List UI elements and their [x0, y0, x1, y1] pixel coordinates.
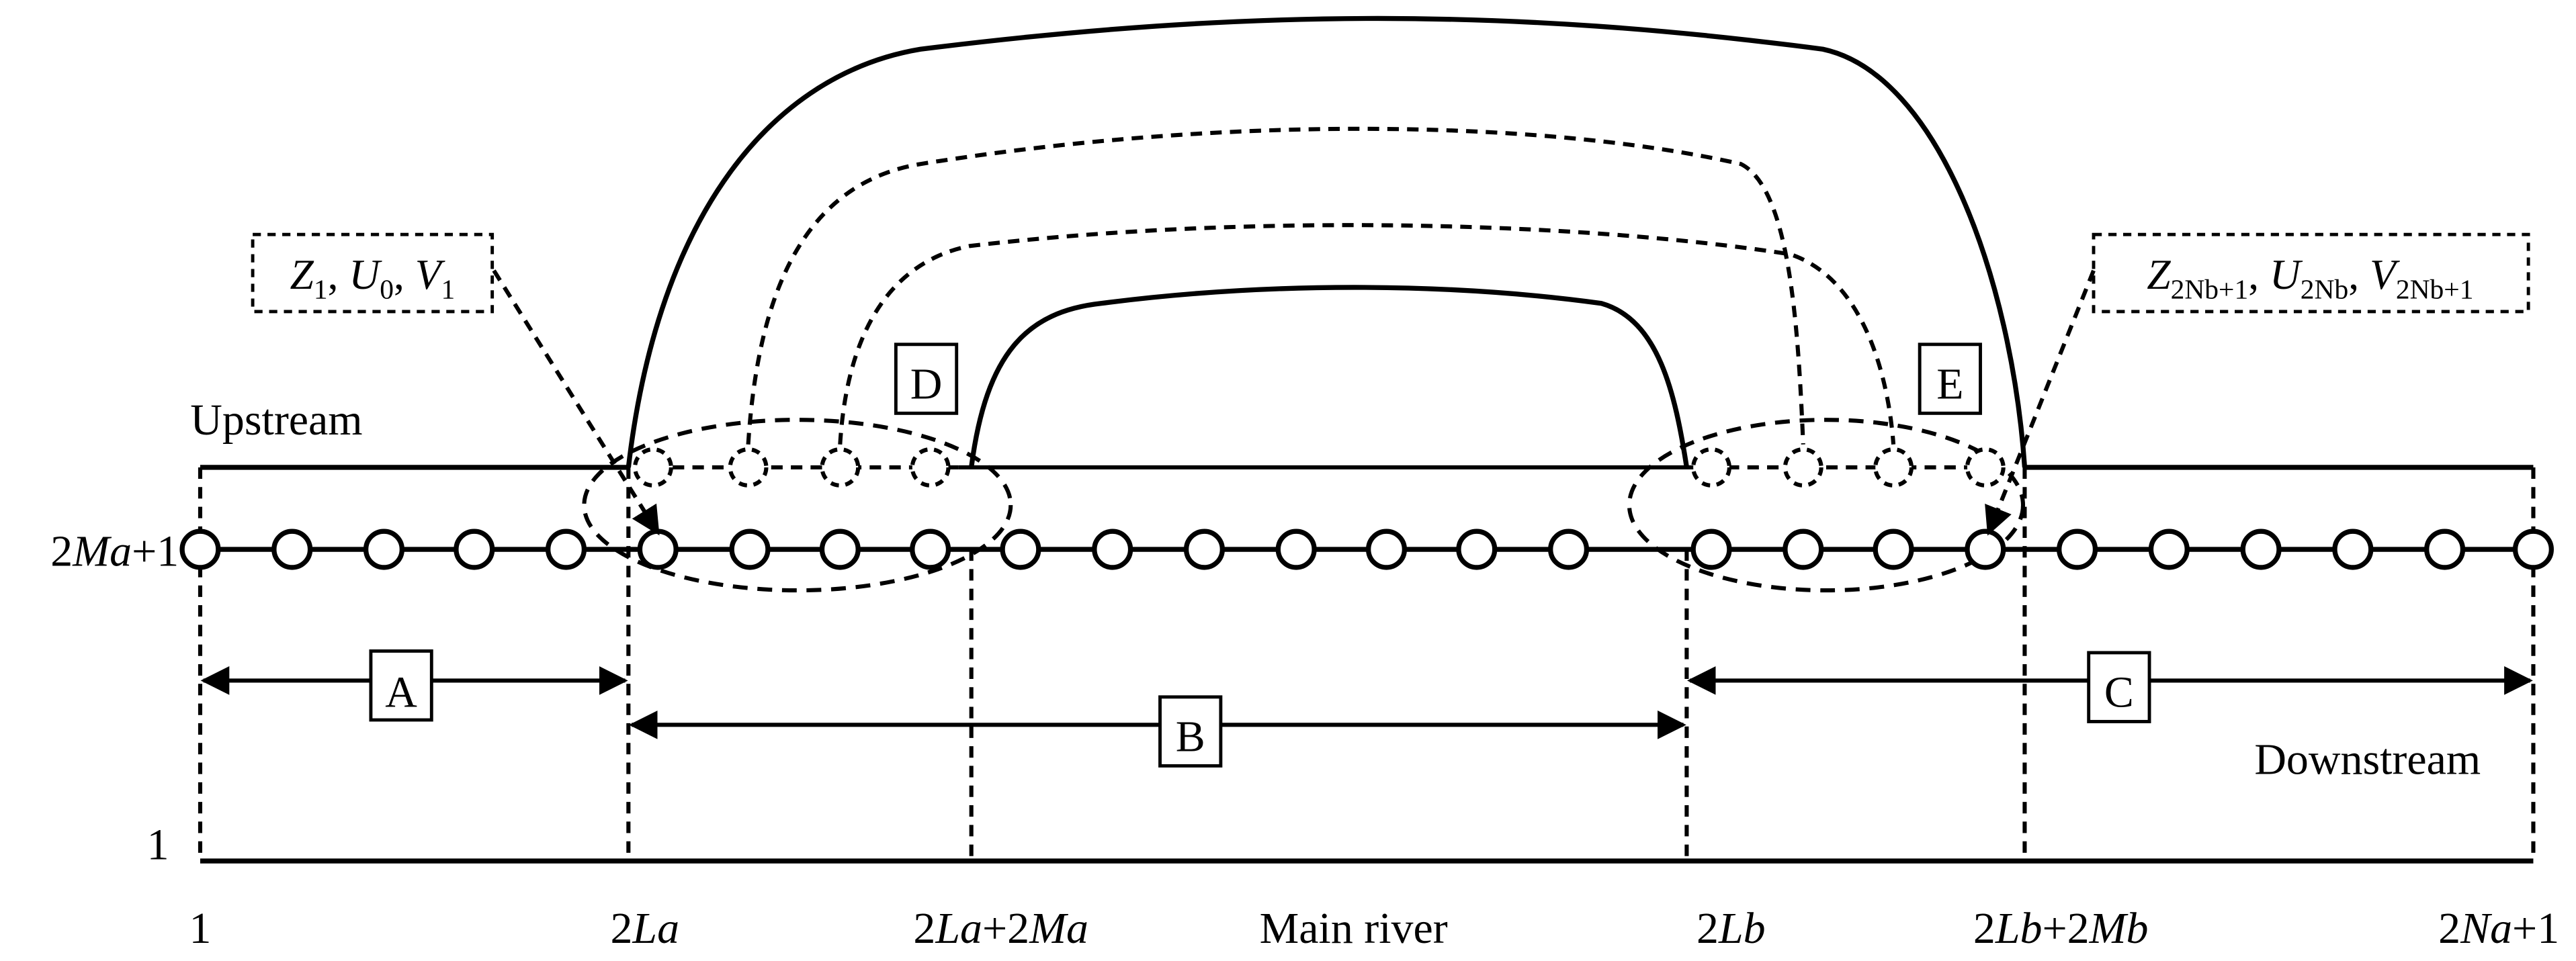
x-tick-2la: 2La — [610, 904, 679, 953]
dimension-arrows — [200, 666, 2533, 739]
grid-node — [729, 529, 771, 570]
grid-node — [546, 529, 587, 570]
svg-text:B: B — [1176, 712, 1205, 761]
branch-node — [1965, 447, 2006, 488]
branch-node — [728, 447, 769, 488]
main-river-nodes — [179, 529, 2554, 570]
grid-node — [454, 529, 495, 570]
grid-node — [271, 529, 313, 570]
branch-nodes — [633, 447, 2006, 488]
grid-node — [1456, 529, 1498, 570]
grid-node — [1873, 529, 1914, 570]
x-tick-2la-2ma: 2La+2Ma — [913, 904, 1088, 953]
branch-channel — [626, 15, 2028, 468]
grid-node — [1275, 529, 1317, 570]
branch-outer-line — [626, 15, 2028, 468]
callout-right: Z2Nb+1, U2Nb, V2Nb+1 — [1985, 232, 2530, 536]
domain-frame — [200, 465, 2534, 864]
x-tick-2na-1: 2Na+1 — [2438, 904, 2559, 953]
upstream-label: Upstream — [190, 396, 362, 445]
x-tick-2lb-2mb: 2Lb+2Mb — [1973, 904, 2149, 953]
svg-text:A: A — [385, 668, 417, 717]
grid-node — [637, 529, 679, 570]
y-top-label: 2Ma+1 — [50, 527, 179, 576]
branch-node — [1691, 447, 1731, 488]
grid-node — [363, 529, 404, 570]
grid-node — [2057, 529, 2098, 570]
grid-node — [2148, 529, 2190, 570]
section-boundaries — [198, 467, 2536, 862]
branch-grid-lines — [652, 126, 1985, 470]
x-tick-labels: 1 2La 2La+2Ma 2Lb 2Lb+2Mb 2Na+1 — [189, 904, 2559, 953]
grid-node — [2332, 529, 2374, 570]
svg-text:E: E — [1936, 359, 1963, 408]
svg-text:D: D — [910, 359, 943, 408]
grid-node — [2240, 529, 2282, 570]
grid-node — [819, 529, 861, 570]
grid-node — [1365, 529, 1408, 570]
branch-node — [633, 447, 673, 488]
junction-ellipse-right — [1627, 418, 2026, 593]
grid-node — [1183, 529, 1225, 570]
label-box-c: C — [2087, 651, 2151, 723]
callout-right-text: Z2Nb+1, U2Nb, V2Nb+1 — [2147, 250, 2473, 305]
branch-node — [820, 447, 861, 488]
branch-inner-line — [969, 285, 1690, 468]
grid-node — [1548, 529, 1590, 570]
grid-node — [1690, 529, 1732, 570]
branch-node — [910, 447, 951, 488]
main-river-label: Main river — [1260, 904, 1448, 953]
callout-left-text: Z1, U0, V1 — [290, 250, 456, 305]
grid-node — [1783, 529, 1824, 570]
junction-ellipse-left — [582, 418, 1013, 593]
label-box-d: D — [894, 342, 959, 415]
grid-node — [910, 529, 951, 570]
grid-node — [2512, 529, 2554, 570]
label-box-b: B — [1158, 695, 1223, 768]
svg-text:C: C — [2104, 668, 2134, 717]
branch-node — [1873, 447, 1914, 488]
x-tick-2lb: 2Lb — [1697, 904, 1766, 953]
grid-node — [1965, 529, 2006, 570]
y-bottom-label: 1 — [147, 821, 169, 870]
grid-node — [2424, 529, 2466, 570]
label-box-a: A — [369, 649, 433, 722]
junction-ellipses — [582, 418, 2026, 593]
x-tick-1: 1 — [189, 904, 211, 953]
branch-node — [1783, 447, 1823, 488]
grid-node — [1092, 529, 1133, 570]
downstream-label: Downstream — [2254, 735, 2481, 784]
callout-left: Z1, U0, V1 — [251, 232, 660, 536]
grid-node — [1000, 529, 1041, 570]
label-box-e: E — [1918, 342, 1982, 415]
grid-node — [179, 529, 221, 570]
